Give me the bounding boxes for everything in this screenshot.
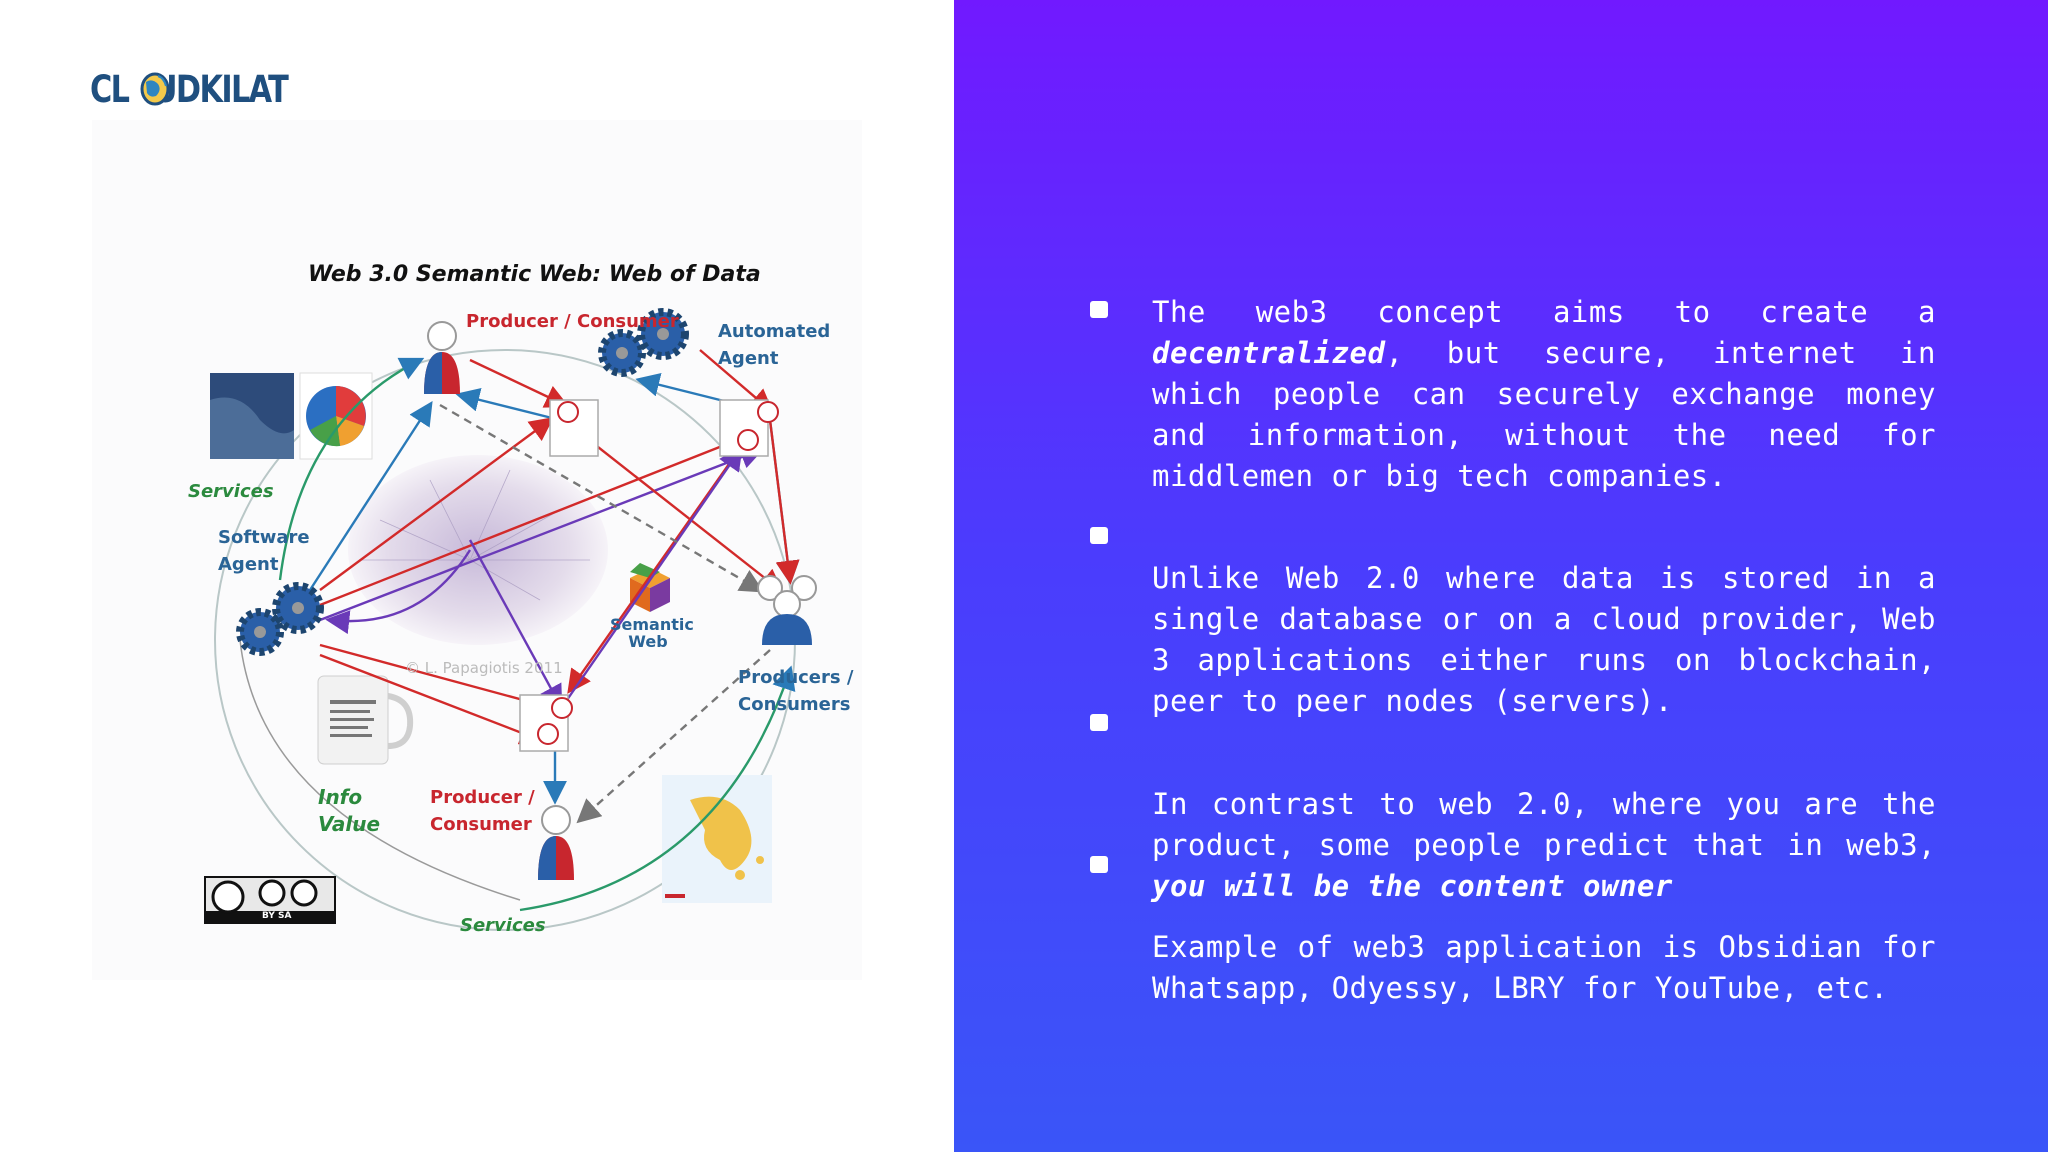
cc-badge-text: BY SA [262,911,292,921]
label-info-value: Info Value [318,785,381,836]
cc-license-badge [204,876,336,924]
bullet-marker [1090,301,1108,318]
gear-icon-software-agent [236,582,324,656]
gear-icon-automated-agent [598,308,689,377]
person-icon-bottom [538,805,574,880]
label-producer-consumer-top: Producer / Consumer [466,311,679,332]
cloud-network-lines [360,469,590,601]
diagram-title: Web 3.0 Semantic Web: Web of Data [308,262,761,287]
group-icon [757,575,817,645]
semantic-web-diagram [92,120,862,980]
globe-icon [140,72,170,106]
bullet-marker [1090,527,1108,544]
bullet-text: Example of web3 application is Obsidian … [1152,930,1936,1005]
semantic-web-cloud [348,455,608,645]
label-software-agent: Software Agent [218,527,310,575]
label-services-bottom: Services [460,915,546,936]
person-icon-top [424,321,460,394]
label-semantic-web: Semantic Web [610,615,694,651]
bullet-marker [1090,856,1108,873]
label-services-top: Services [188,481,274,502]
bullet-text: Unlike Web 2.0 where data is stored in a… [1152,561,1936,718]
label-producer-consumer-bottom: Producer / Consumer [430,787,535,835]
bullet-text: The web3 concept aims to create a decent… [1152,295,1936,493]
label-producers-consumers: Producers / Consumers [738,667,854,715]
bullet-marker [1090,714,1108,731]
label-automated-agent: Automated Agent [718,321,831,369]
diagram-watermark: © L. Papagiotis 2011 [405,659,563,677]
bullet-text: In contrast to web 2.0, where you are th… [1152,787,1936,903]
right-panel [954,0,2048,1152]
